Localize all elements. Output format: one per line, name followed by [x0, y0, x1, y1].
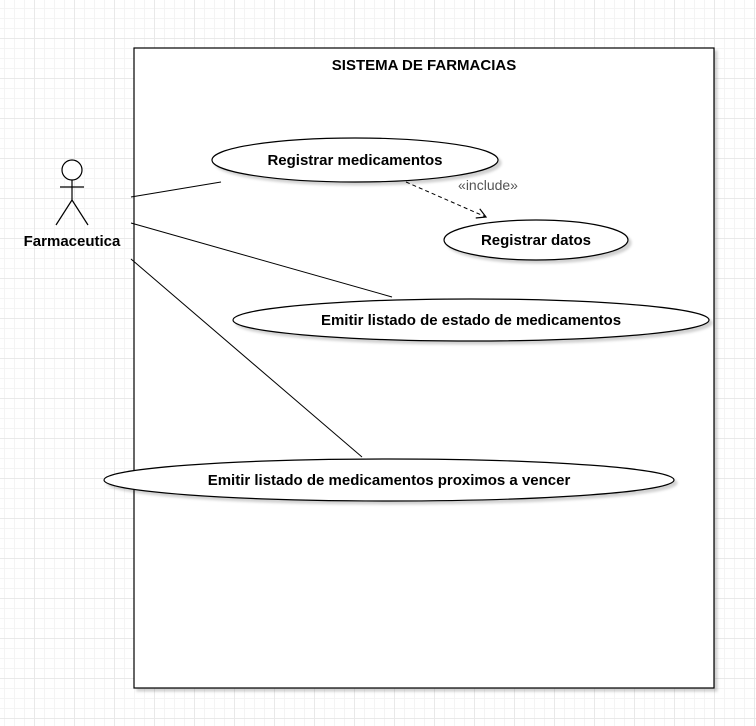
use-case-listado-vencer[interactable]: Emitir listado de medicamentos proximos … — [103, 458, 675, 502]
use-case-registrar-medicamentos[interactable]: Registrar medicamentos — [211, 137, 499, 183]
use-case-label: Registrar datos — [481, 232, 591, 249]
stick-figure-icon — [55, 159, 89, 226]
use-case-listado-estado[interactable]: Emitir listado de estado de medicamentos — [232, 298, 710, 342]
include-relation[interactable]: «include» — [405, 177, 518, 219]
use-case-registrar-datos[interactable]: Registrar datos — [443, 219, 629, 261]
include-label: «include» — [458, 177, 518, 193]
use-case-label: Emitir listado de estado de medicamentos — [321, 312, 621, 329]
association-line-listado-estado[interactable] — [130, 222, 393, 298]
association-line-listado-vencer[interactable] — [130, 258, 363, 458]
actor-label: Farmaceutica — [24, 233, 121, 250]
use-case-label: Emitir listado de medicamentos proximos … — [208, 472, 571, 489]
system-title: SISTEMA DE FARMACIAS — [332, 57, 516, 74]
associations — [130, 181, 393, 458]
use-case-label: Registrar medicamentos — [267, 152, 442, 169]
actor-farmaceutica[interactable]: Farmaceutica — [24, 159, 121, 250]
association-line-registrar[interactable] — [130, 181, 222, 198]
